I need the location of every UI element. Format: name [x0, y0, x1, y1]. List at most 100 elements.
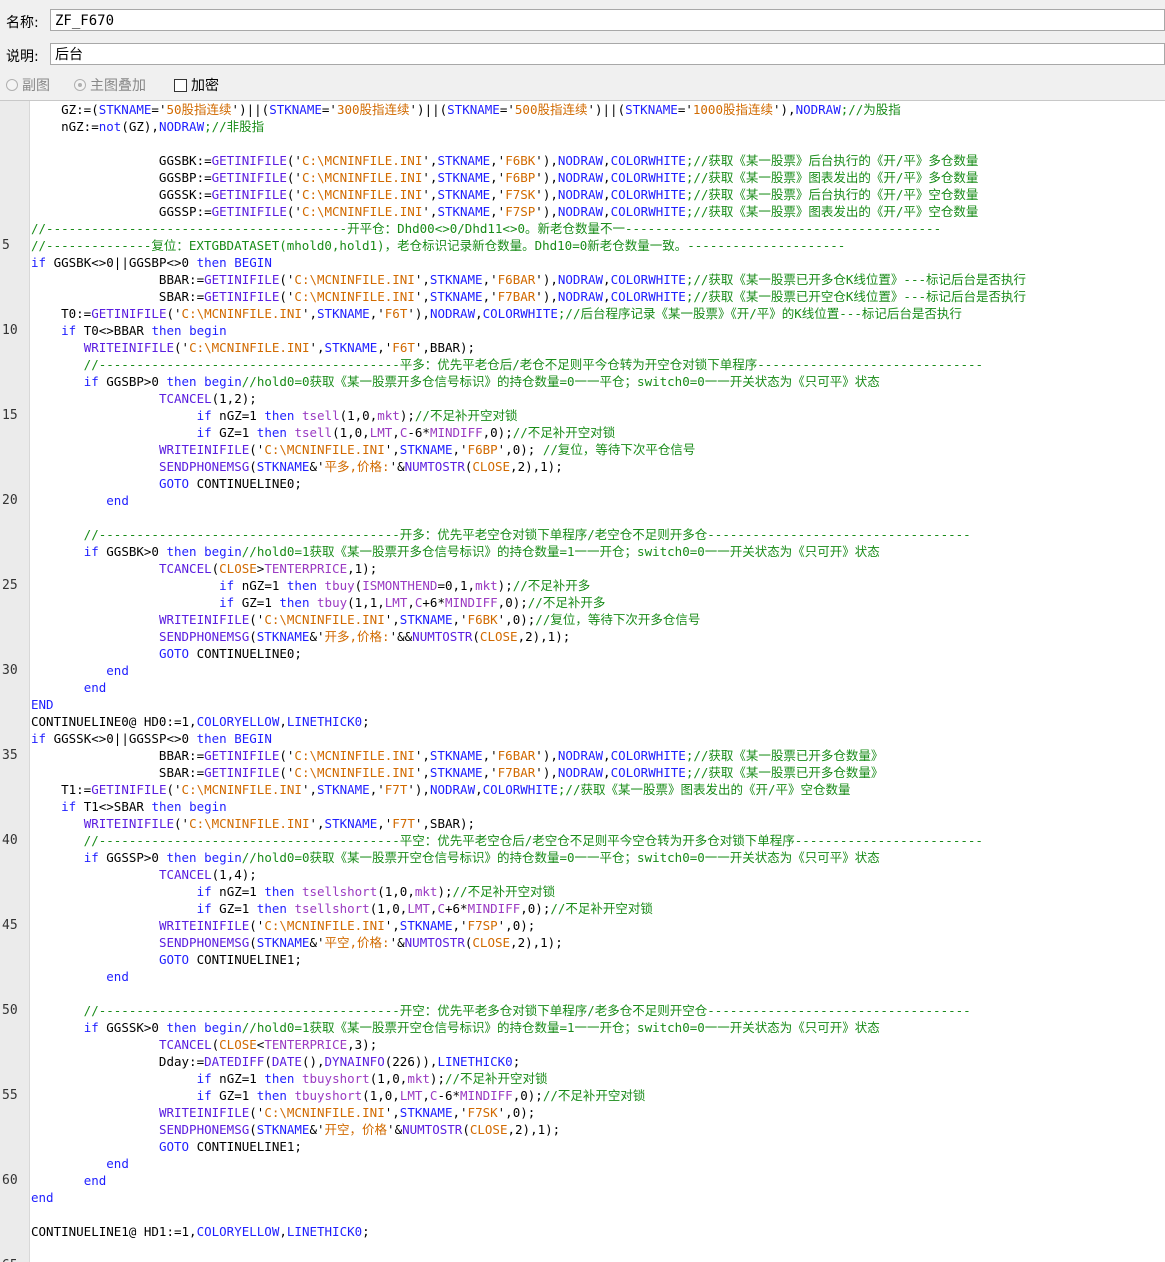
code-token: GETINIFILE — [211, 170, 287, 185]
code-line: if GGSBP>0 then begin//hold0=0获取《某一股票开多仓… — [31, 373, 1165, 390]
code-token: (), — [301, 1054, 325, 1069]
code-line: T1:=GETINIFILE('C:\MCNINFILE.INI',STKNAM… — [31, 781, 1165, 798]
code-token: -6* — [407, 425, 430, 440]
code-token — [31, 901, 197, 916]
code-token: NODRAW — [158, 119, 205, 134]
code-line: if GGSBK>0 then begin//hold0=1获取《某一股票开多仓… — [31, 543, 1165, 560]
code-token: ,0); — [497, 595, 528, 610]
subchart-radio[interactable]: 副图 — [6, 75, 50, 95]
main-overlay-radio[interactable]: 主图叠加 — [74, 75, 146, 95]
code-line: if GGSBK<>0||GGSBP<>0 then BEGIN — [31, 254, 1165, 271]
code-token — [31, 646, 159, 661]
code-line: SENDPHONEMSG(STKNAME&'平多,价格:'&NUMTOSTR(C… — [31, 458, 1165, 475]
code-token: =' — [321, 102, 337, 117]
code-token: &' — [309, 1122, 325, 1137]
radio-icon — [6, 79, 18, 91]
code-token: CONTINUELINE1; — [189, 1139, 302, 1154]
code-token: '), — [535, 170, 558, 185]
code-token: end — [106, 1156, 129, 1171]
code-token: ', — [414, 765, 430, 780]
code-token: ,3); — [347, 1037, 378, 1052]
code-token: ')||( — [587, 102, 626, 117]
code-token: ,' — [452, 1105, 468, 1120]
code-token: , — [603, 204, 611, 219]
code-token: NODRAW — [557, 204, 604, 219]
code-token: STKNAME — [429, 272, 483, 287]
line-number: 15 — [2, 408, 18, 423]
code-token: mkt — [475, 578, 498, 593]
code-token: ,' — [490, 187, 506, 202]
code-token: GETINIFILE — [211, 187, 287, 202]
code-token — [31, 323, 61, 338]
code-line: end — [31, 662, 1165, 679]
code-token: tbuyshort — [294, 1088, 363, 1103]
code-token: GGSSK>0 — [98, 1020, 167, 1035]
code-token: if — [219, 595, 235, 610]
code-token: STKNAME — [399, 1105, 453, 1120]
code-token: F6BP — [467, 442, 498, 457]
code-token — [31, 1122, 159, 1137]
code-token: if — [196, 1088, 212, 1103]
code-token: =0,1, — [437, 578, 476, 593]
code-token: ', — [309, 816, 325, 831]
name-input[interactable]: ZF_F670 — [50, 9, 1165, 31]
code-token: C:\MCNINFILE.INI — [181, 782, 302, 797]
code-token: then — [286, 578, 318, 593]
code-token: ,2),1); — [517, 629, 571, 644]
code-text[interactable]: GZ:=(STKNAME='50股指连续')||(STKNAME='300股指连… — [31, 101, 1165, 1240]
code-line: SENDPHONEMSG(STKNAME&'开空，价格'&NUMTOSTR(CL… — [31, 1121, 1165, 1138]
code-line: GZ:=(STKNAME='50股指连续')||(STKNAME='300股指连… — [31, 101, 1165, 118]
code-token: ;//非股指 — [204, 119, 265, 134]
code-token: ', — [384, 918, 400, 933]
code-token: tsellshort — [294, 901, 370, 916]
code-line: if GGSSP>0 then begin//hold0=0获取《某一股票开空仓… — [31, 849, 1165, 866]
code-line: if nGZ=1 then tbuy(ISMONTHEND=0,1,mkt);/… — [31, 577, 1165, 594]
code-token: ',0); — [497, 442, 543, 457]
code-token: //hold0=1获取《某一股票开空仓信号标识》的持仓数量=1一一开仓；swit… — [241, 1020, 880, 1035]
code-token: //复位，等待下次平仓信号 — [542, 442, 696, 457]
code-token: GZ=1 — [211, 425, 257, 440]
code-token: (' — [166, 782, 182, 797]
code-token: then — [166, 850, 197, 865]
code-token: BBAR:= — [31, 272, 205, 287]
code-token: F7SP — [467, 918, 498, 933]
code-token: ( — [264, 1054, 272, 1069]
code-token: GOTO — [158, 476, 190, 491]
code-token: ', — [384, 612, 400, 627]
code-token: WRITEINIFILE — [158, 612, 250, 627]
code-token — [31, 680, 84, 695]
code-token: ( — [249, 1122, 257, 1137]
code-token: , — [603, 272, 611, 287]
code-token — [31, 1088, 197, 1103]
code-token: NODRAW — [557, 153, 604, 168]
line-number: 45 — [2, 918, 18, 933]
code-token: DATE — [271, 1054, 302, 1069]
code-token: '), — [535, 748, 558, 763]
code-token — [31, 459, 159, 474]
code-line: if GZ=1 then tbuyshort(1,0,LMT,C-6*MINDI… — [31, 1087, 1165, 1104]
code-line: end — [31, 1155, 1165, 1172]
code-token: tsellshort — [301, 884, 378, 899]
description-input[interactable]: 后台 — [50, 43, 1165, 65]
code-token: STKNAME — [269, 102, 322, 117]
code-token: MINDIFF — [444, 595, 498, 610]
encrypt-checkbox[interactable]: 加密 — [174, 75, 219, 95]
code-line: WRITEINIFILE('C:\MCNINFILE.INI',STKNAME,… — [31, 441, 1165, 458]
code-token: T1:= — [31, 782, 92, 797]
code-token: 500股指连续 — [514, 102, 588, 117]
code-editor[interactable]: 5101520253035404550556065 GZ:=(STKNAME='… — [0, 100, 1165, 1262]
line-number: 5 — [2, 238, 10, 253]
code-token: if — [83, 544, 99, 559]
code-token: , — [603, 187, 611, 202]
code-line: BBAR:=GETINIFILE('C:\MCNINFILE.INI',STKN… — [31, 271, 1165, 288]
code-token: +6* — [422, 595, 445, 610]
code-token: F7SP — [505, 204, 536, 219]
code-token: GOTO — [158, 646, 190, 661]
code-token: ', — [414, 272, 430, 287]
code-token: , — [407, 595, 415, 610]
code-token — [31, 1139, 159, 1154]
code-token: STKNAME — [324, 816, 378, 831]
code-token: if — [196, 884, 212, 899]
code-token: 平多,价格: — [324, 459, 390, 474]
code-token: , — [392, 425, 400, 440]
